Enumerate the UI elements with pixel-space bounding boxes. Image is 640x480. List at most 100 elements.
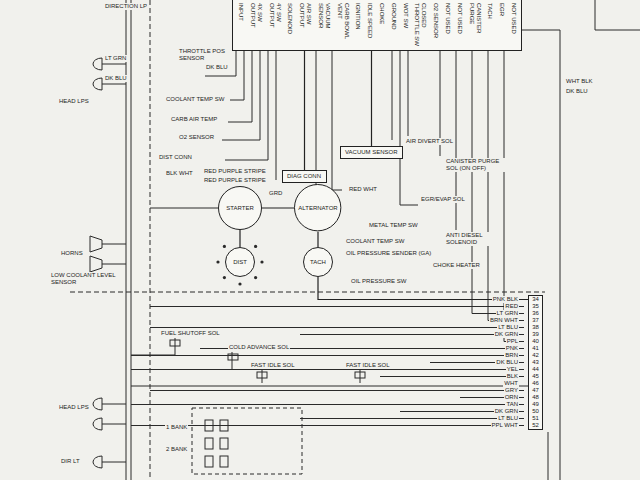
label-anchor: 2 BANK xyxy=(165,446,188,453)
label-anchor: LT BLU xyxy=(497,415,519,422)
wire-color-label: LT GRN xyxy=(104,55,127,62)
label-anchor: RED xyxy=(504,303,519,310)
component-label: ANTI DIESEL SOLENOID xyxy=(445,232,497,246)
component-label: FUEL SHUTOFF SOL xyxy=(160,330,221,337)
label-anchor: WHT BLK xyxy=(565,78,594,85)
wire-color-label: DK BLU xyxy=(565,88,589,95)
label-anchor: BLK xyxy=(506,373,519,380)
label-anchor: OIL PRESSURE SENDER (GA) xyxy=(345,250,432,257)
label-anchor: COOLANT TEMP SW xyxy=(165,96,225,103)
node-text: 44 xyxy=(532,366,539,373)
horn-symbol xyxy=(90,236,102,272)
node-text: WOT SW xyxy=(402,3,409,47)
component-label: 2 BANK xyxy=(165,446,188,453)
label-anchor: PNK BLK xyxy=(492,296,519,303)
label-anchor: BLK WHT xyxy=(165,170,194,177)
node-text: 43 xyxy=(532,359,539,366)
label-anchor: THROTTLE POS SENSOR xyxy=(178,48,232,62)
label-anchor: DK BLU xyxy=(205,64,229,71)
node-text: AIR SW OUTPUT xyxy=(298,3,312,47)
wire-color-label: DK GRN xyxy=(494,408,519,415)
node-text: 35 xyxy=(532,303,539,310)
wire-color-label: TAN xyxy=(505,401,519,408)
component-label: O2 SENSOR xyxy=(178,134,215,141)
node-text: NOT USED xyxy=(510,3,517,47)
harness-wire xyxy=(102,64,126,462)
node-text: 46 xyxy=(532,380,539,387)
component-label: LOW COOLANT LEVEL SENSOR xyxy=(50,272,122,286)
label-anchor: DK BLU xyxy=(495,359,519,366)
wire-color-label: LT BLU xyxy=(497,324,519,331)
harness-wire xyxy=(131,307,524,426)
label-anchor: EGR/EVAP SOL xyxy=(420,196,466,203)
node-text: NOT USED xyxy=(456,3,463,47)
wire-color-label: PNK xyxy=(505,345,519,352)
component-label: THROTTLE POS SENSOR xyxy=(178,48,232,62)
alternator: ALTERNATOR xyxy=(294,184,341,231)
wire-connector xyxy=(317,232,318,247)
label-anchor: DIST CONN xyxy=(158,154,193,161)
wire-color-label: PNK BLK xyxy=(492,296,519,303)
distributor-terminal xyxy=(223,245,226,248)
node-text: 36 xyxy=(532,310,539,317)
wire-color-label: DK BLU xyxy=(495,359,519,366)
node-text: 40 xyxy=(532,338,539,345)
node-text: 51 xyxy=(532,415,539,422)
node-text: 4X SW OUTPUT xyxy=(249,3,263,47)
component-label: HEAD LPS xyxy=(58,404,90,411)
label-anchor: DIRECTION LP xyxy=(104,3,148,10)
solenoid-symbol xyxy=(257,372,267,378)
node-text: 52 xyxy=(532,422,539,429)
fuse xyxy=(205,456,213,467)
node-text: CARB BOWL VENT xyxy=(336,3,350,47)
component-label: GRD xyxy=(268,190,283,197)
harness-trunk xyxy=(126,0,131,480)
node-text: GROUND xyxy=(390,3,397,47)
label-anchor: LOW COOLANT LEVEL SENSOR xyxy=(50,272,122,286)
wire-color-label: LT GRN xyxy=(496,310,519,317)
wire-color-label: YEL xyxy=(506,366,519,373)
label-anchor: O2 SENSOR xyxy=(178,134,215,141)
label-anchor: HORNS xyxy=(60,250,84,257)
wire-color-label: LT BLU xyxy=(497,415,519,422)
wire-color-label: BLK WHT xyxy=(165,170,194,177)
label-anchor: TAN xyxy=(505,401,519,408)
fuse xyxy=(205,438,213,449)
wire-color-label: BRN xyxy=(504,352,519,359)
label-anchor: RED PURPLE STRIPE xyxy=(203,168,267,175)
label-anchor: DK BLU xyxy=(565,88,589,95)
distributor-terminal xyxy=(238,282,241,285)
label-anchor: RED PURPLE STRIPE xyxy=(203,177,267,184)
label-anchor: DIR LT xyxy=(60,458,81,465)
label-anchor: LT GRN xyxy=(496,310,519,317)
wire-color-label: WHT xyxy=(503,380,519,387)
component-label: FAST IDLE SOL xyxy=(345,362,391,369)
component-label: DIST CONN xyxy=(158,154,193,161)
connector-box: DIAG CONN xyxy=(282,170,327,183)
wire-color-label: PPL WHT xyxy=(491,422,519,429)
label-anchor: HEAD LPS xyxy=(58,98,90,105)
node-text: ALTERNATOR xyxy=(298,205,337,212)
node-text: NOT USED xyxy=(444,3,451,47)
label-anchor: WHT xyxy=(503,380,519,387)
label-anchor: FUEL SHUTOFF SOL xyxy=(160,330,221,337)
node-text: 41 xyxy=(532,345,539,352)
wire-color-label: RED WHT xyxy=(348,186,378,193)
node-text: 39 xyxy=(532,331,539,338)
label-anchor: COLD ADVANCE SOL xyxy=(228,344,290,351)
label-anchor: DK GRN xyxy=(494,331,519,338)
solenoid-symbol xyxy=(228,354,238,360)
node-text: TACH xyxy=(486,3,493,47)
component-label: DIR LT xyxy=(60,458,81,465)
component-label: FAST IDLE SOL xyxy=(250,362,296,369)
circle-outline xyxy=(304,248,333,277)
label-anchor: DK GRN xyxy=(494,408,519,415)
label-anchor: AIR DIVERT SOL xyxy=(405,138,454,145)
wire-color-label: WHT BLK xyxy=(565,78,594,85)
node-text: 4Y SW OUTPUT xyxy=(268,3,282,47)
wire-connector xyxy=(371,51,372,146)
component-label: DIRECTION LP xyxy=(104,3,148,10)
tach-terminal: TACH xyxy=(303,247,333,277)
node-text: 47 xyxy=(532,387,539,394)
